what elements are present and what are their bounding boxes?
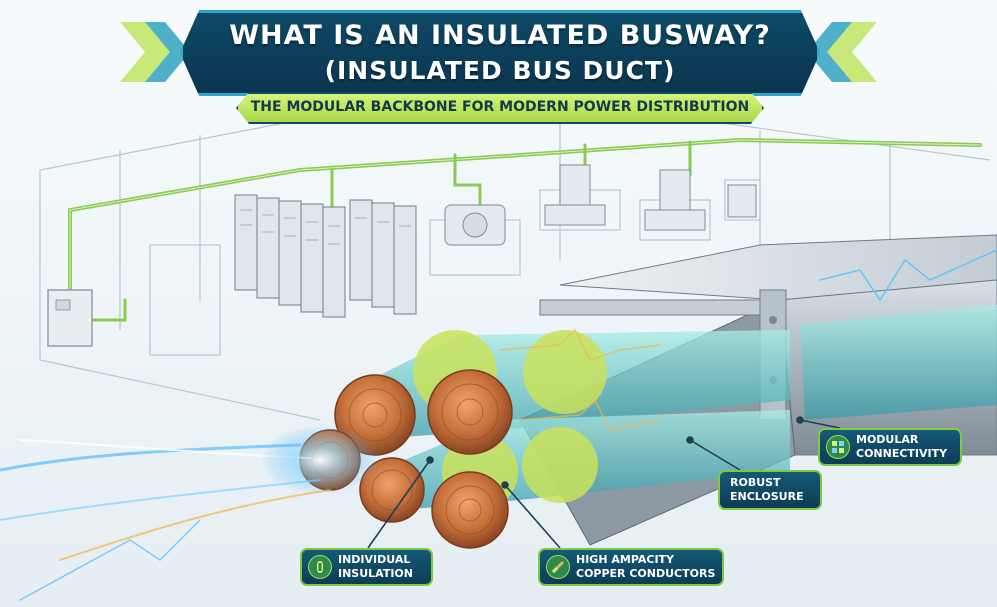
callout-label: ROBUST ENCLOSURE	[730, 476, 804, 503]
energy-streaks	[0, 249, 997, 601]
callout-individual-insulation: INDIVIDUAL INSULATION	[300, 548, 433, 586]
page-title-secondary: (INSULATED BUS DUCT)	[324, 56, 676, 85]
server-racks	[234, 194, 417, 318]
electrical-panel	[47, 289, 93, 347]
industrial-machines	[444, 164, 757, 246]
cable-icon	[308, 555, 332, 579]
modular-blocks-icon	[826, 435, 850, 459]
callout-label: INDIVIDUAL INSULATION	[338, 553, 413, 580]
callout-leaders	[367, 416, 841, 549]
overhead-cable-tray	[68, 137, 982, 322]
conductor-icon	[546, 555, 570, 579]
callout-copper-conductors: HIGH AMPACITY COPPER CONDUCTORS	[538, 548, 724, 586]
page-title: WHAT IS AN INSULATED BUSWAY?	[229, 20, 771, 51]
callout-robust-enclosure: ROBUST ENCLOSURE	[718, 470, 822, 510]
callout-label: MODULAR CONNECTIVITY	[856, 433, 948, 460]
subtitle-ribbon	[236, 92, 764, 124]
callout-modular-connectivity: MODULAR CONNECTIVITY	[818, 428, 962, 466]
callout-label: HIGH AMPACITY COPPER CONDUCTORS	[576, 553, 716, 580]
page-subtitle: THE MODULAR BACKBONE FOR MODERN POWER DI…	[250, 99, 750, 115]
